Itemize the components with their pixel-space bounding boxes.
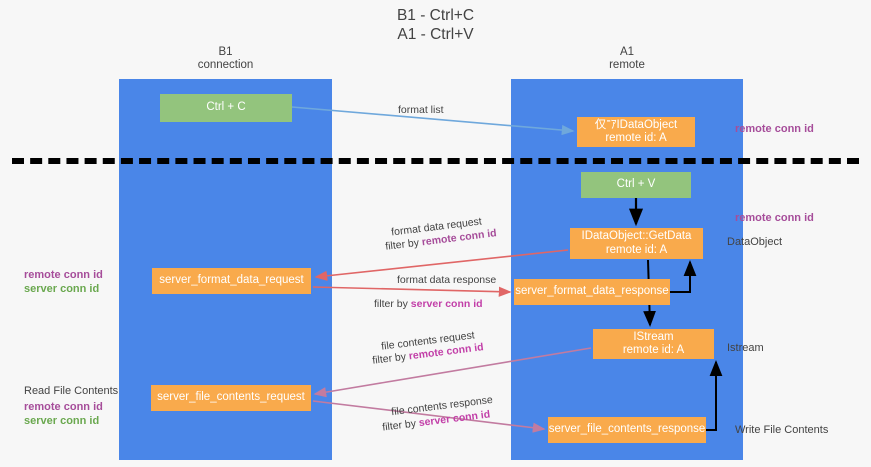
annotation-left-conn-ids-upper: remote conn id server conn id xyxy=(24,269,103,296)
filter-prefix: filter by xyxy=(374,298,411,310)
node-ctrl-c[interactable]: Ctrl + C xyxy=(160,94,292,122)
node-ctrl-c-label: Ctrl + C xyxy=(206,101,246,114)
node-server-format-data-response[interactable]: server_format_data_response xyxy=(514,279,670,305)
page-title: B1 - Ctrl+C A1 - Ctrl+V xyxy=(0,6,871,44)
node-istream-subtitle: remote id: A xyxy=(622,344,685,356)
node-server-format-data-request[interactable]: server_format_data_request xyxy=(152,268,311,294)
edge-label-format-list: format list xyxy=(398,104,444,116)
lane-header-a1-line1: A1 xyxy=(619,46,635,58)
node-server-format-data-request-label: server_format_data_request xyxy=(159,274,304,287)
node-idataobject-remote[interactable]: 仅־ｱIDataObject remote id: A xyxy=(577,117,695,147)
node-getdata-subtitle: remote id: A xyxy=(605,243,668,256)
phase-divider xyxy=(12,158,859,164)
node-idataobject-subtitle: remote id: A xyxy=(605,132,667,144)
lane-header-a1: A1 remote xyxy=(511,46,743,72)
filter-id-server-conn: server conn id xyxy=(410,298,483,310)
annotation-remote-conn-id-top: remote conn id xyxy=(735,123,814,135)
node-idataobject-title: 仅־ｱIDataObject xyxy=(594,118,678,131)
page-title-line1: B1 - Ctrl+C xyxy=(396,7,475,24)
annotation-left-server-conn-id-2: server conn id xyxy=(24,414,100,427)
annotation-read-file-contents: Read File Contents xyxy=(24,385,119,397)
node-istream[interactable]: IStream remote id: A xyxy=(593,329,714,359)
node-ctrl-v-label: Ctrl + V xyxy=(616,178,656,191)
edge-label-format-data-response: format data response xyxy=(397,274,497,286)
page-title-line2: A1 - Ctrl+V xyxy=(397,26,474,43)
annotation-left-conn-ids-lower: remote conn id server conn id xyxy=(24,401,103,428)
node-server-file-contents-request-label: server_file_contents_request xyxy=(157,391,305,404)
annotation-write-file-contents: Write File Contents xyxy=(735,424,829,436)
node-server-file-contents-response[interactable]: server_file_contents_response xyxy=(548,417,706,443)
annotation-remote-conn-id-mid: remote conn id xyxy=(735,212,814,224)
annotation-left-remote-conn-id-2: remote conn id xyxy=(24,401,103,413)
annotation-istream: Istream xyxy=(727,342,764,354)
lane-header-b1-line1: B1 xyxy=(218,46,233,58)
node-getdata-title: IDataObject::GetData xyxy=(581,230,692,242)
node-idataobject-getdata[interactable]: IDataObject::GetData remote id: A xyxy=(570,228,703,259)
node-server-format-data-response-label: server_format_data_response xyxy=(515,285,669,298)
annotation-dataobject: DataObject xyxy=(727,236,783,248)
node-server-file-contents-response-label: server_file_contents_response xyxy=(548,423,706,436)
node-istream-title: IStream xyxy=(633,330,674,343)
lane-header-b1: B1 connection xyxy=(119,46,332,72)
annotation-left-server-conn-id-1: server conn id xyxy=(24,282,100,295)
node-ctrl-v[interactable]: Ctrl + V xyxy=(581,172,691,198)
lane-header-a1-line2: remote xyxy=(609,59,645,71)
annotation-left-remote-conn-id-1: remote conn id xyxy=(24,269,103,281)
edge-label-format-data-response-filter: filter by server conn id xyxy=(374,298,483,311)
node-server-file-contents-request[interactable]: server_file_contents_request xyxy=(151,385,311,411)
lane-header-b1-line2: connection xyxy=(197,59,254,71)
